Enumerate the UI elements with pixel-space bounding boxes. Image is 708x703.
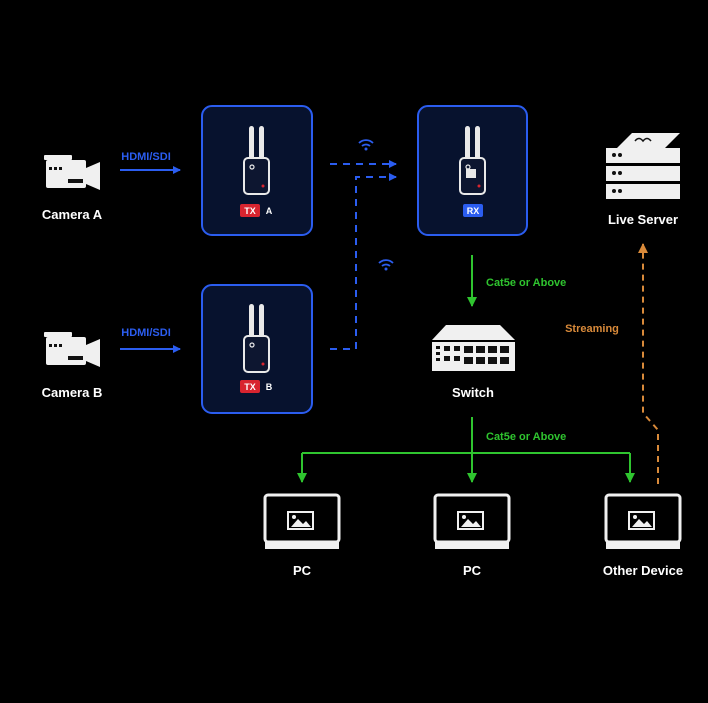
camera-b-link: HDMI/SDI	[120, 327, 181, 353]
tx-a-badge	[240, 204, 260, 217]
tx-a-badge-text: TX	[244, 206, 256, 216]
camera-b-label: Camera B	[42, 385, 103, 400]
tx-b-badge-text: TX	[244, 382, 256, 392]
client-other-device: Other Device	[603, 493, 683, 578]
client-pc-1-label: PC	[293, 563, 312, 578]
camera-a: Camera A	[42, 155, 103, 222]
live-server-label: Live Server	[608, 212, 678, 227]
transmitter-a: TX A	[201, 105, 313, 236]
camera-a-link-label: HDMI/SDI	[121, 151, 171, 163]
tx-a-suffix: A	[266, 206, 273, 216]
client-pc-2-label: PC	[463, 563, 482, 578]
camera-b-icon	[44, 332, 100, 367]
wifi-icon	[378, 259, 394, 272]
transmitter-b: TX B	[201, 284, 313, 414]
camera-a-icon	[44, 155, 100, 190]
wireless-link-b	[330, 173, 397, 350]
rx-badge-text: RX	[467, 206, 480, 216]
tx-b-suffix: B	[266, 382, 273, 392]
rx-switch-link: Cat5e or Above	[467, 255, 566, 307]
rx-badge	[463, 204, 483, 217]
switch-icon	[432, 325, 515, 371]
client-pc-1: PC	[263, 493, 341, 578]
camera-b-link-label: HDMI/SDI	[121, 327, 171, 339]
monitor-icon	[263, 493, 341, 551]
rx-switch-label: Cat5e or Above	[486, 277, 566, 289]
camera-a-link: HDMI/SDI	[120, 151, 181, 174]
wireless-links	[330, 139, 397, 350]
client-other-device-label: Other Device	[603, 563, 683, 578]
live-server: Live Server	[606, 133, 680, 227]
server-icon	[606, 133, 680, 199]
tx-b-badge	[240, 380, 260, 393]
switch-label: Switch	[452, 385, 494, 400]
camera-a-label: Camera A	[42, 207, 103, 222]
camera-b: Camera B	[42, 332, 103, 400]
switch: Switch	[432, 325, 515, 400]
streaming-arrow	[638, 243, 659, 484]
streaming-label: Streaming	[565, 323, 619, 335]
receiver-screen	[466, 169, 476, 178]
monitor-icon	[433, 493, 511, 551]
switch-clients-link: Cat5e or Above	[297, 417, 635, 483]
monitor-icon	[604, 493, 682, 551]
streaming-link: Streaming	[565, 243, 659, 484]
wifi-icon	[358, 139, 374, 152]
switch-clients-label: Cat5e or Above	[486, 431, 566, 443]
receiver: RX	[417, 105, 528, 236]
client-pc-2: PC	[433, 493, 511, 578]
